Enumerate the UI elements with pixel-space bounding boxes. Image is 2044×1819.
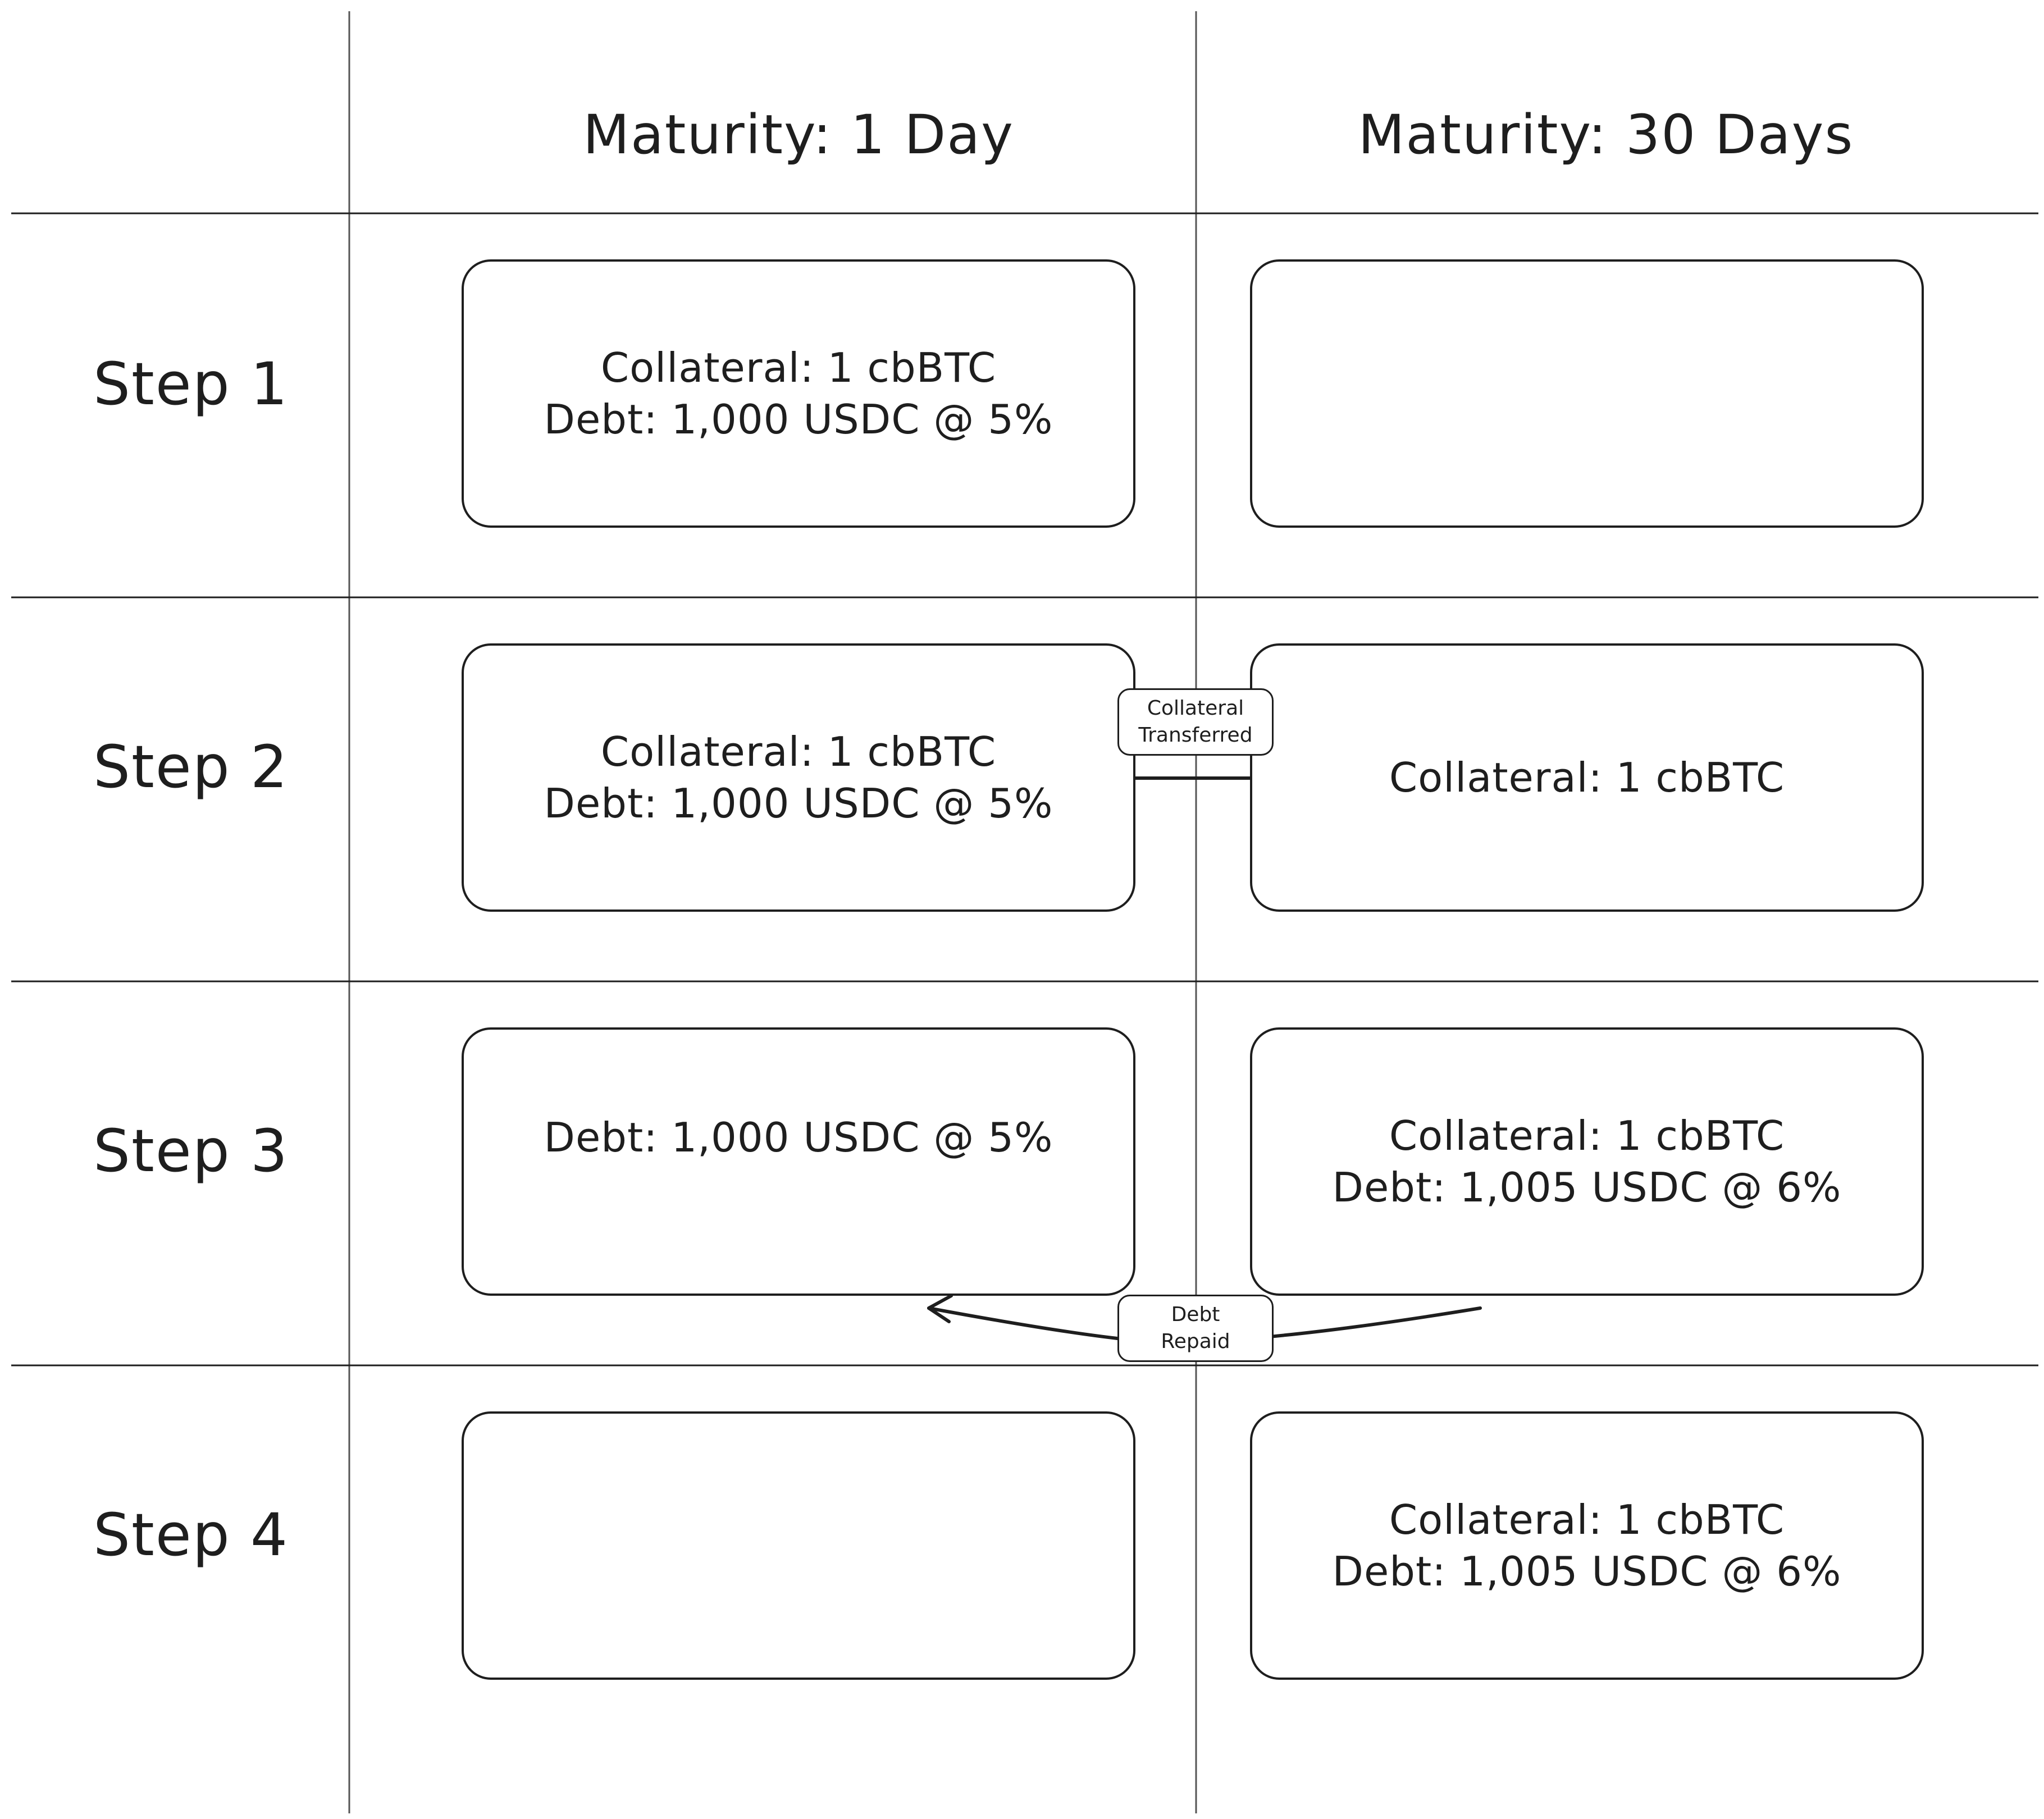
step-4-label: Step 4 xyxy=(93,1501,289,1569)
position-debt-text: Debt: 1,000 USDC @ 5% xyxy=(544,780,1053,827)
edge-label-line: Debt xyxy=(1171,1303,1220,1326)
step-1-label: Step 1 xyxy=(93,350,289,418)
step-3-day1-position-card: Debt: 1,000 USDC @ 5% xyxy=(462,1027,1135,1296)
position-collateral-text: Collateral: 1 cbBTC xyxy=(600,728,997,775)
step-4-day30-position-card: Collateral: 1 cbBTC Debt: 1,005 USDC @ 6… xyxy=(1250,1411,1924,1680)
step-3-day30-position-card: Collateral: 1 cbBTC Debt: 1,005 USDC @ 6… xyxy=(1250,1027,1924,1296)
step-2-day30-position-card: Collateral: 1 cbBTC xyxy=(1250,643,1924,912)
position-debt-text: Debt: 1,000 USDC @ 5% xyxy=(544,396,1053,443)
edge-label-line: Repaid xyxy=(1161,1330,1230,1353)
position-collateral-text: Collateral: 1 cbBTC xyxy=(1389,1496,1785,1543)
position-collateral-text: Collateral: 1 cbBTC xyxy=(1389,1112,1785,1159)
edge-label-line: Collateral xyxy=(1147,697,1244,720)
position-debt-text: Debt: 1,005 USDC @ 6% xyxy=(1332,1164,1842,1211)
step-1-day1-position-card: Collateral: 1 cbBTC Debt: 1,000 USDC @ 5… xyxy=(462,259,1135,528)
position-debt-text: Debt: 1,000 USDC @ 5% xyxy=(544,1114,1053,1161)
edge-label-line: Transferred xyxy=(1138,724,1253,747)
position-collateral-text: Collateral: 1 cbBTC xyxy=(1389,754,1785,801)
collateral-transferred-label: Collateral Transferred xyxy=(1117,688,1274,756)
position-debt-text: Debt: 1,005 USDC @ 6% xyxy=(1332,1548,1842,1595)
step-1-day30-position-card xyxy=(1250,259,1924,528)
column-header-1-day: Maturity: 1 Day xyxy=(583,103,1014,166)
debt-repaid-label: Debt Repaid xyxy=(1117,1295,1274,1362)
debt-repaid-arrowhead xyxy=(927,1294,953,1323)
step-2-day1-position-card: Collateral: 1 cbBTC Debt: 1,000 USDC @ 5… xyxy=(462,643,1135,912)
step-4-day1-position-card xyxy=(462,1411,1135,1680)
step-3-label: Step 3 xyxy=(93,1117,289,1185)
step-2-label: Step 2 xyxy=(93,733,289,801)
position-collateral-text: Collateral: 1 cbBTC xyxy=(600,344,997,391)
column-header-30-days: Maturity: 30 Days xyxy=(1358,103,1854,166)
